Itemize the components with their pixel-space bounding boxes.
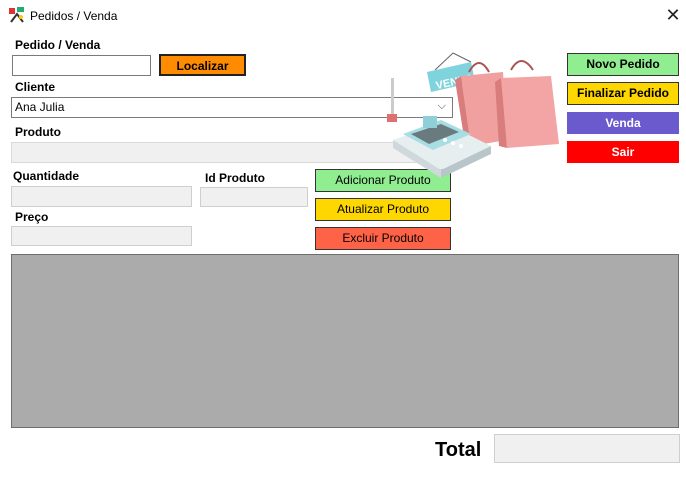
quantidade-label: Quantidade <box>13 169 80 183</box>
finalizar-pedido-button[interactable]: Finalizar Pedido <box>567 82 679 105</box>
app-icon <box>8 6 26 24</box>
itens-grid[interactable] <box>11 254 679 428</box>
preco-input[interactable] <box>11 226 192 246</box>
localizar-button[interactable]: Localizar <box>159 54 246 76</box>
pedido-input[interactable] <box>12 55 151 76</box>
chevron-down-icon: ⌵ <box>437 100 446 112</box>
cliente-value: Ana Julia <box>15 100 65 114</box>
atualizar-produto-button[interactable]: Atualizar Produto <box>315 198 451 221</box>
cliente-label: Cliente <box>15 80 56 94</box>
shopping-illustration: VENDA <box>383 48 563 180</box>
adicionar-produto-button[interactable]: Adicionar Produto <box>315 169 451 192</box>
cliente-combo[interactable]: Ana Julia ⌵ <box>11 97 453 118</box>
preco-label: Preço <box>15 210 49 224</box>
novo-pedido-button[interactable]: Novo Pedido <box>567 53 679 76</box>
total-label: Total <box>435 439 482 461</box>
id-produto-input[interactable] <box>200 187 308 207</box>
pedido-label: Pedido / Venda <box>15 38 101 52</box>
venda-button[interactable]: Venda <box>567 112 679 134</box>
id-produto-label: Id Produto <box>205 171 265 185</box>
close-icon[interactable]: ✕ <box>665 5 681 25</box>
sair-button[interactable]: Sair <box>567 141 679 163</box>
total-field[interactable] <box>494 434 680 463</box>
window-title: Pedidos / Venda <box>30 9 118 23</box>
quantidade-input[interactable] <box>11 186 192 207</box>
produto-label: Produto <box>15 125 61 139</box>
excluir-produto-button[interactable]: Excluir Produto <box>315 227 451 250</box>
